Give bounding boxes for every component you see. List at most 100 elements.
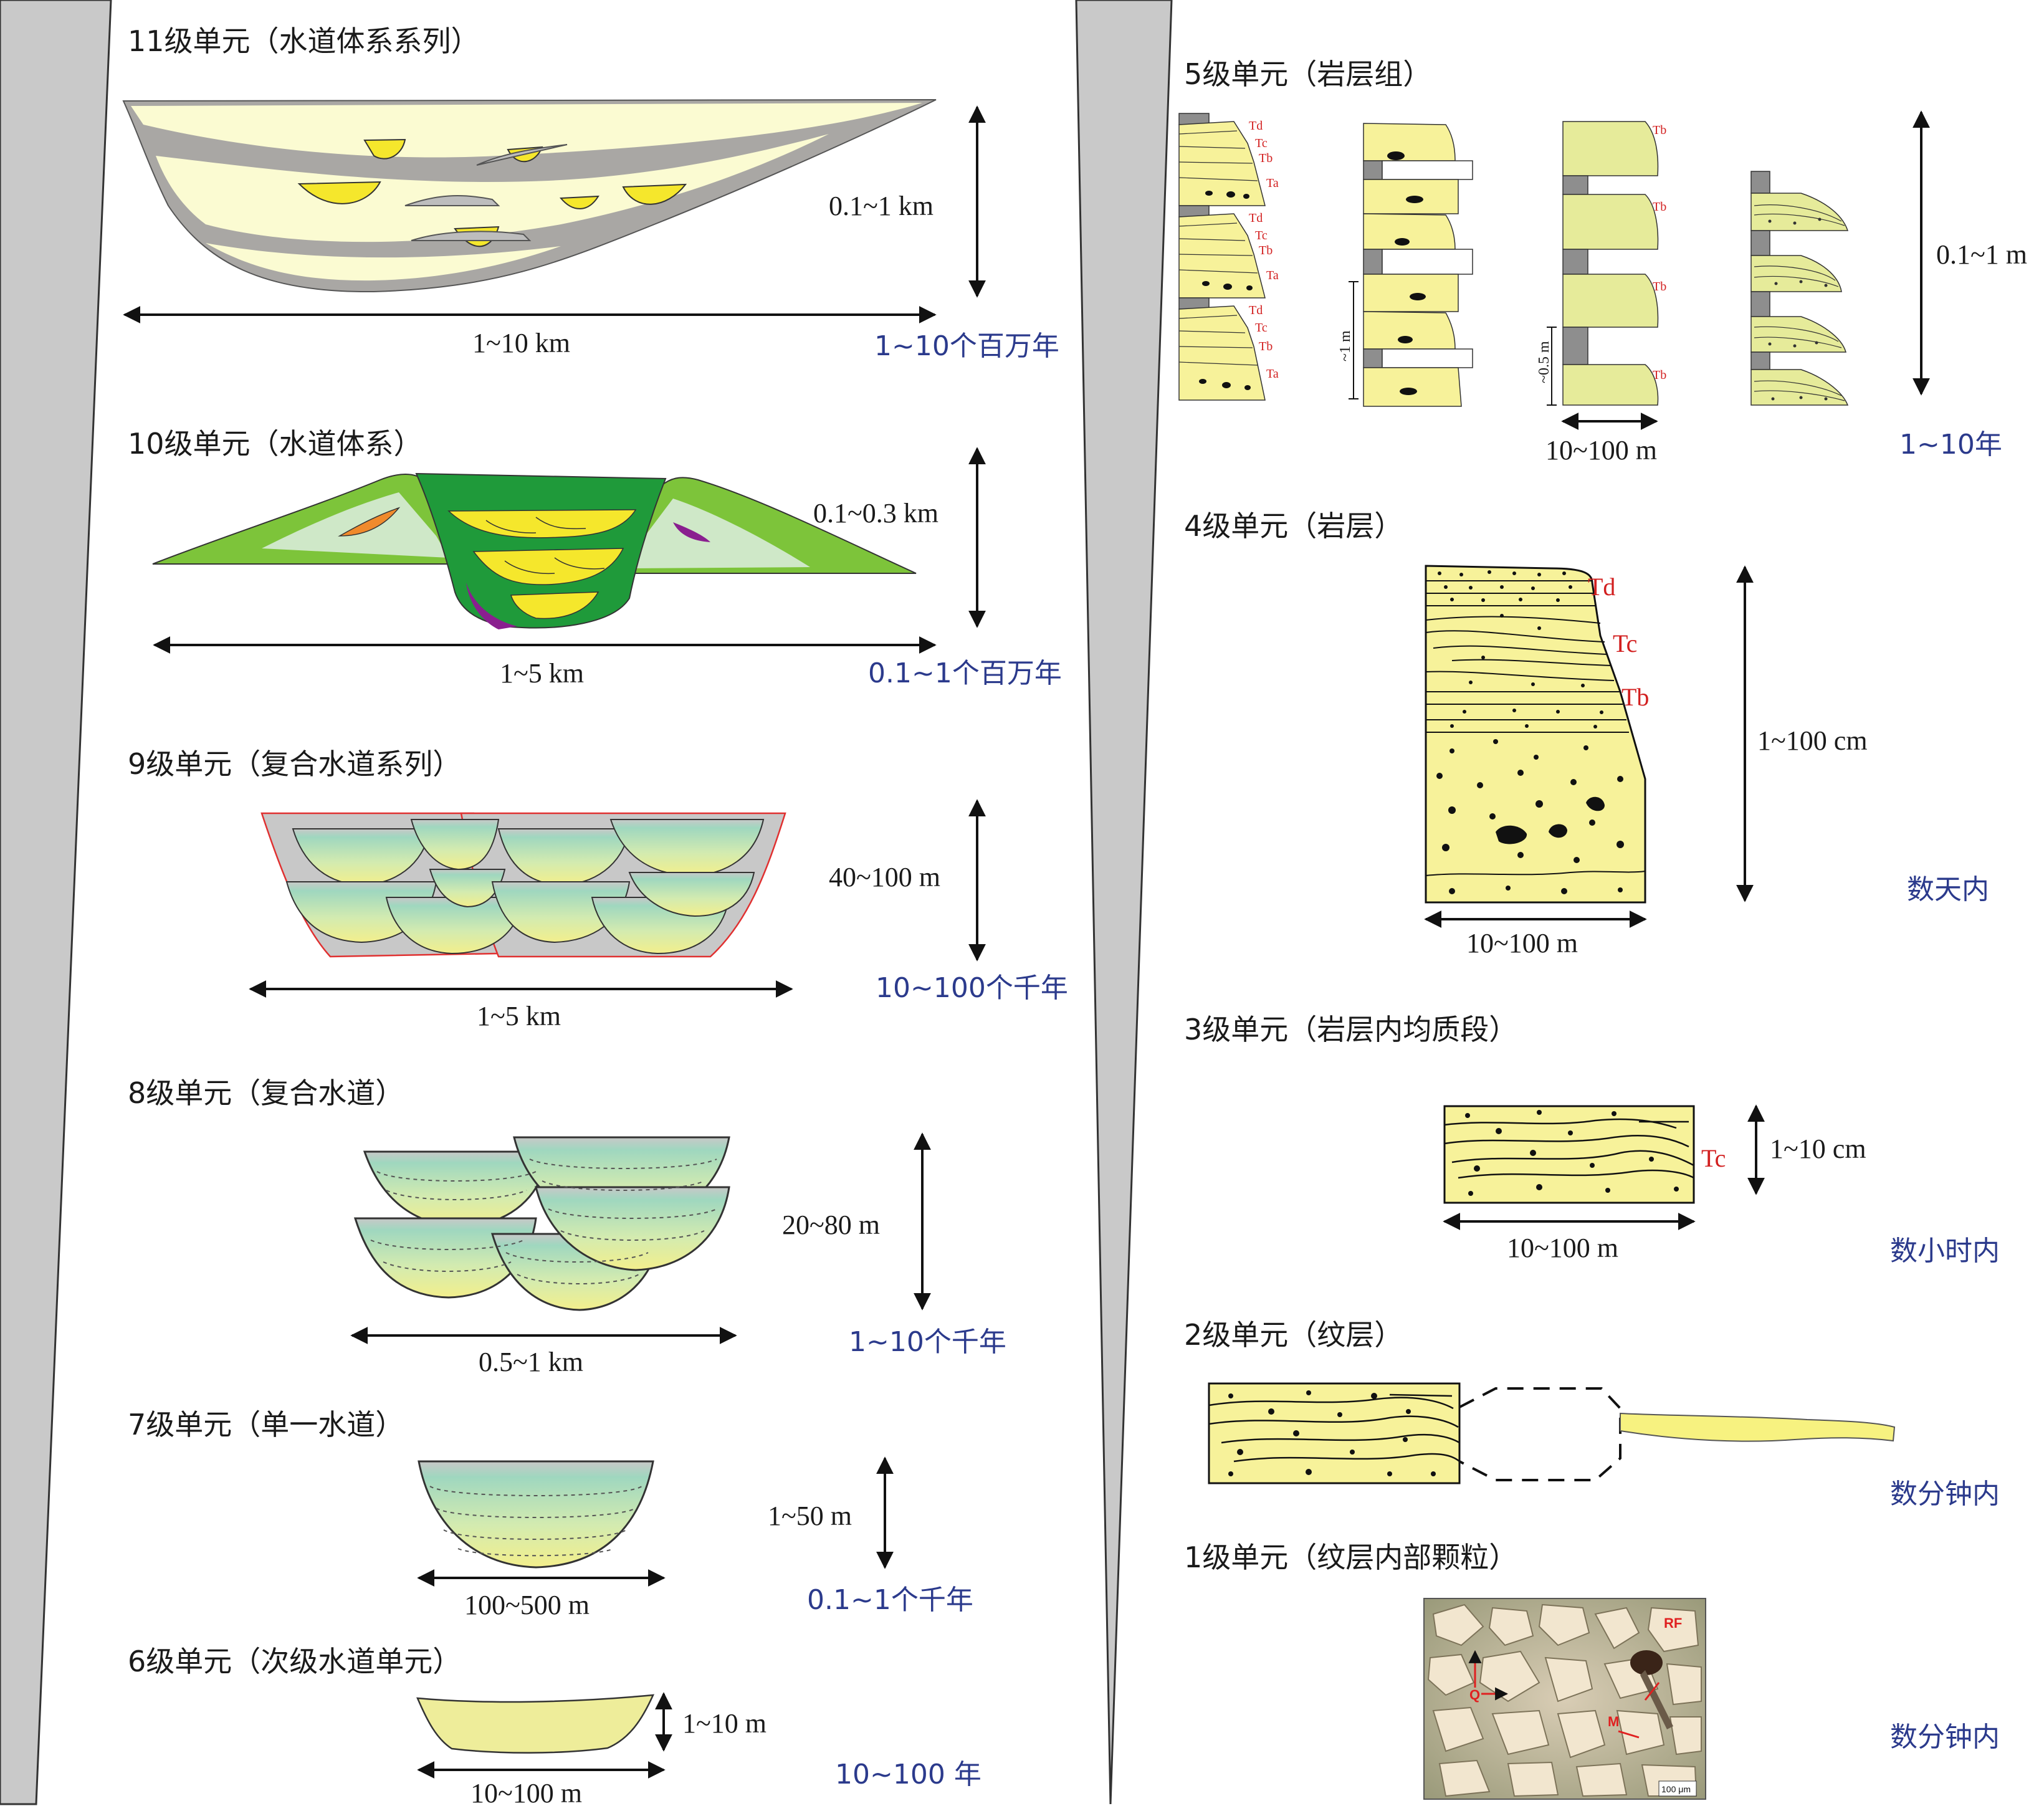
unit-2-zoom-outline xyxy=(1459,1387,1621,1481)
unit-10-vertical-dim: 0.1~0.3 km xyxy=(813,498,938,528)
unit-4-lamina xyxy=(1425,616,1601,624)
unit-9-title: 9级单元（复合水道系列） xyxy=(128,747,461,781)
unit-4-label: Td xyxy=(1588,573,1615,601)
unit-5-column-4 xyxy=(1750,171,1849,406)
unit-2-title: 2级单元（纹层） xyxy=(1184,1318,1403,1352)
unit-9: 9级单元（复合水道系列） 40~100 m 1~5 km 10~100个千年 xyxy=(128,747,1068,1031)
unit-4-clast xyxy=(1496,825,1527,844)
unit-10: 10级单元（水道体系） 0.1~0.3 km 1~5 km 0.1~1个百万年 xyxy=(128,427,1062,689)
unit-4-clast xyxy=(1549,824,1567,838)
unit-6-title: 6级单元（次级水道单元） xyxy=(128,1645,461,1678)
unit-10-sand-body xyxy=(447,509,637,538)
unit-1-m-label: M xyxy=(1608,1714,1619,1729)
unit-11: 11级单元（水道体系系列） 0.1~1 km 1~10 km 1~10个百万年 xyxy=(122,24,1059,362)
unit-2-lamina-strip xyxy=(1620,1412,1896,1442)
unit-10-horizontal-dim: 1~5 km xyxy=(500,658,584,689)
unit-2-time: 数分钟内 xyxy=(1890,1478,2000,1510)
unit-2-bed xyxy=(1208,1382,1461,1484)
unit-3-lamina xyxy=(1444,1135,1689,1148)
unit-4: 4级单元（岩层） xyxy=(1184,509,1989,958)
unit-1-time: 数分钟内 xyxy=(1890,1721,2000,1753)
unit-10-orange-lens xyxy=(338,507,401,537)
unit-4-title: 4级单元（岩层） xyxy=(1184,509,1403,543)
unit-10-purple-lens xyxy=(466,583,517,629)
unit-11-fill-upper xyxy=(131,103,922,158)
unit-11-sand-body xyxy=(363,138,406,160)
unit-8-lamination xyxy=(529,1159,717,1169)
unit-8-vertical-dim: 20~80 m xyxy=(782,1210,880,1240)
unit-10-time: 0.1~1个百万年 xyxy=(868,657,1062,689)
unit-10-title: 10级单元（水道体系） xyxy=(128,427,423,461)
unit-4-label: Tb xyxy=(1621,683,1649,711)
unit-4-horizontal-dim: 10~100 m xyxy=(1466,928,1578,958)
unit-5-col2-scale: ~1 m xyxy=(1337,330,1354,361)
unit-4-time: 数天内 xyxy=(1907,874,1989,905)
unit-8-channel xyxy=(535,1186,730,1271)
unit-4-label: Tc xyxy=(1613,629,1637,657)
unit-3-time: 数小时内 xyxy=(1890,1235,2000,1267)
unit-4-vertical-dim: 1~100 cm xyxy=(1757,725,1868,756)
unit-2-lamina xyxy=(1233,1453,1460,1463)
unit-1-q-label: Q xyxy=(1469,1687,1480,1703)
unit-7-lamination xyxy=(457,1548,614,1557)
unit-9-vertical-dim: 40~100 m xyxy=(829,862,940,892)
unit-7-vertical-dim: 1~50 m xyxy=(768,1501,852,1531)
unit-2: 2级单元（纹层） 数分钟内 xyxy=(1184,1318,2000,1510)
unit-2-lamina xyxy=(1221,1433,1460,1444)
unit-4-lamina xyxy=(1425,630,1605,643)
unit-3-lamina xyxy=(1458,1169,1694,1179)
unit-5-bed-label: Tb xyxy=(1259,151,1273,165)
unit-5-time: 1~10年 xyxy=(1899,429,2002,461)
unit-8-lamination xyxy=(548,1208,717,1219)
unit-5: 5级单元（岩层组） Td Tc Tb Ta Td Tc Tb Ta xyxy=(1178,57,2027,466)
unit-5-col3-scale: ~0.5 m xyxy=(1536,341,1552,383)
unit-5-bed-label: Td xyxy=(1249,211,1263,225)
unit-7-lamination xyxy=(436,1507,636,1518)
unit-5-col3-label: Tb xyxy=(1653,200,1666,214)
unit-10-levee-right-inner xyxy=(629,499,810,568)
unit-5-horizontal-dim: 10~100 m xyxy=(1545,435,1657,466)
unit-1-title: 1级单元（纹层内部颗粒） xyxy=(1184,1541,1517,1574)
unit-5-column-3: Tb Tb Tb Tb ~0.5 m xyxy=(1536,121,1666,406)
unit-1-scale-bar: 100 μm xyxy=(1661,1784,1691,1794)
unit-11-grey-lens xyxy=(476,144,568,166)
unit-5-col3-label: Tb xyxy=(1653,280,1666,294)
unit-5-column-1: Td Tc Tb Ta Td Tc Tb Ta Td T xyxy=(1178,113,1279,401)
unit-5-bed-label: Tc xyxy=(1255,229,1268,242)
unit-7-title: 7级单元（单一水道） xyxy=(128,1408,404,1441)
unit-5-bed-label: Ta xyxy=(1266,176,1279,190)
unit-3-title: 3级单元（岩层内均质段） xyxy=(1184,1013,1517,1046)
unit-8-time: 1~10个千年 xyxy=(849,1326,1006,1358)
unit-10-lamination xyxy=(504,560,555,575)
unit-10-sand-body xyxy=(472,548,624,585)
unit-10-lamination xyxy=(535,517,586,530)
unit-4-lamina xyxy=(1433,645,1608,655)
unit-4-lamina xyxy=(1425,871,1646,876)
unit-6-vertical-dim: 1~10 m xyxy=(682,1708,766,1739)
unit-6-horizontal-dim: 10~100 m xyxy=(470,1778,582,1806)
unit-10-lamination xyxy=(485,520,537,533)
unit-11-grey-lens xyxy=(404,195,500,206)
unit-3: 3级单元（岩层内均质段） Tc 1~10 cm 10~100 m 数小时内 xyxy=(1184,1013,2000,1267)
unit-3-vertical-dim: 1~10 cm xyxy=(1770,1134,1866,1164)
unit-10-lamination xyxy=(554,557,605,570)
left-wedge xyxy=(0,0,112,1805)
unit-2-lamina xyxy=(1389,1393,1453,1397)
unit-4-bed xyxy=(1425,565,1646,904)
unit-7-horizontal-dim: 100~500 m xyxy=(464,1590,590,1620)
unit-1: 1级单元（纹层内部颗粒） xyxy=(1184,1541,2000,1800)
unit-5-bed-label: Ta xyxy=(1266,367,1279,381)
unit-7-channel xyxy=(418,1460,654,1569)
unit-5-bed: Td Tc Tb Ta xyxy=(1178,113,1279,206)
unit-2-lamina xyxy=(1208,1397,1454,1410)
unit-8: 8级单元（复合水道） 20~80 m 0.5~1 km 1~10个千年 xyxy=(128,1076,1006,1377)
unit-5-bed: Td Tc Tb Ta xyxy=(1178,297,1279,401)
unit-8-lamination xyxy=(386,1190,527,1200)
unit-5-bed-label: Tc xyxy=(1255,321,1268,335)
unit-11-fill-lower xyxy=(206,243,561,281)
unit-1-micrograph: RF Q M 100 μm xyxy=(1423,1598,1706,1800)
unit-5-bed-label: Tb xyxy=(1259,340,1273,353)
unit-4-lamina xyxy=(1425,671,1615,681)
unit-6-lens xyxy=(416,1694,655,1754)
